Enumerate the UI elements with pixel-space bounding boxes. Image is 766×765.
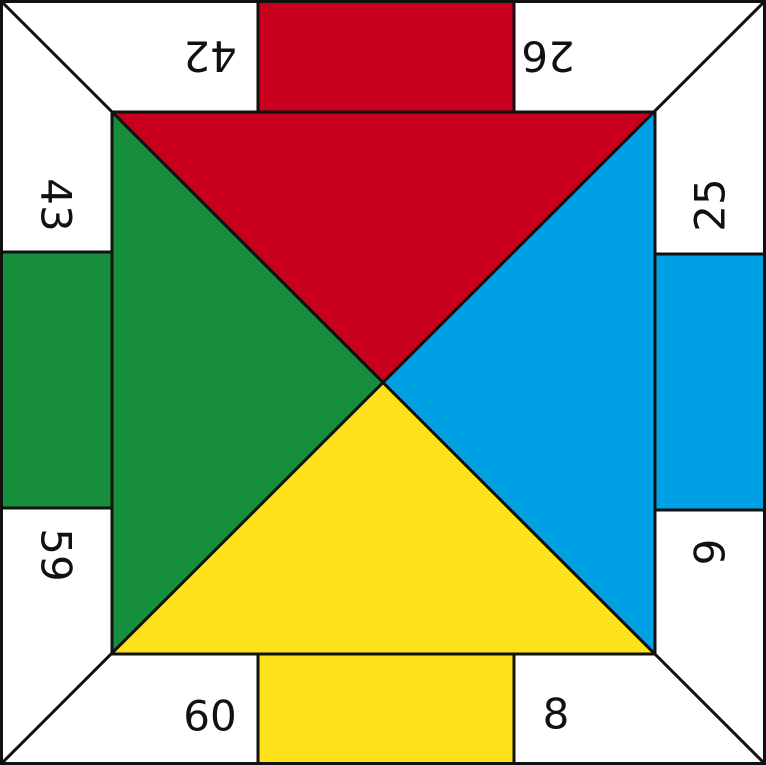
number-bottom-left: 60 [183,692,236,741]
number-bottom-right: 8 [543,690,570,739]
number-top-right: 26 [521,32,574,81]
number-top-left: 42 [183,32,236,81]
yellow-triangle[interactable] [112,381,655,654]
green-triangle[interactable] [112,112,383,654]
blue-triangle[interactable] [383,112,655,654]
right-blue-tab[interactable] [655,254,766,510]
number-right-top: 25 [686,178,735,231]
number-right-bottom: 9 [686,539,735,566]
bottom-yellow-tab[interactable] [258,654,514,765]
number-left-bottom: 59 [32,528,81,581]
top-red-tab[interactable] [258,0,514,112]
left-green-tab[interactable] [0,252,112,508]
number-left-top: 43 [32,178,81,231]
red-triangle[interactable] [112,112,655,381]
